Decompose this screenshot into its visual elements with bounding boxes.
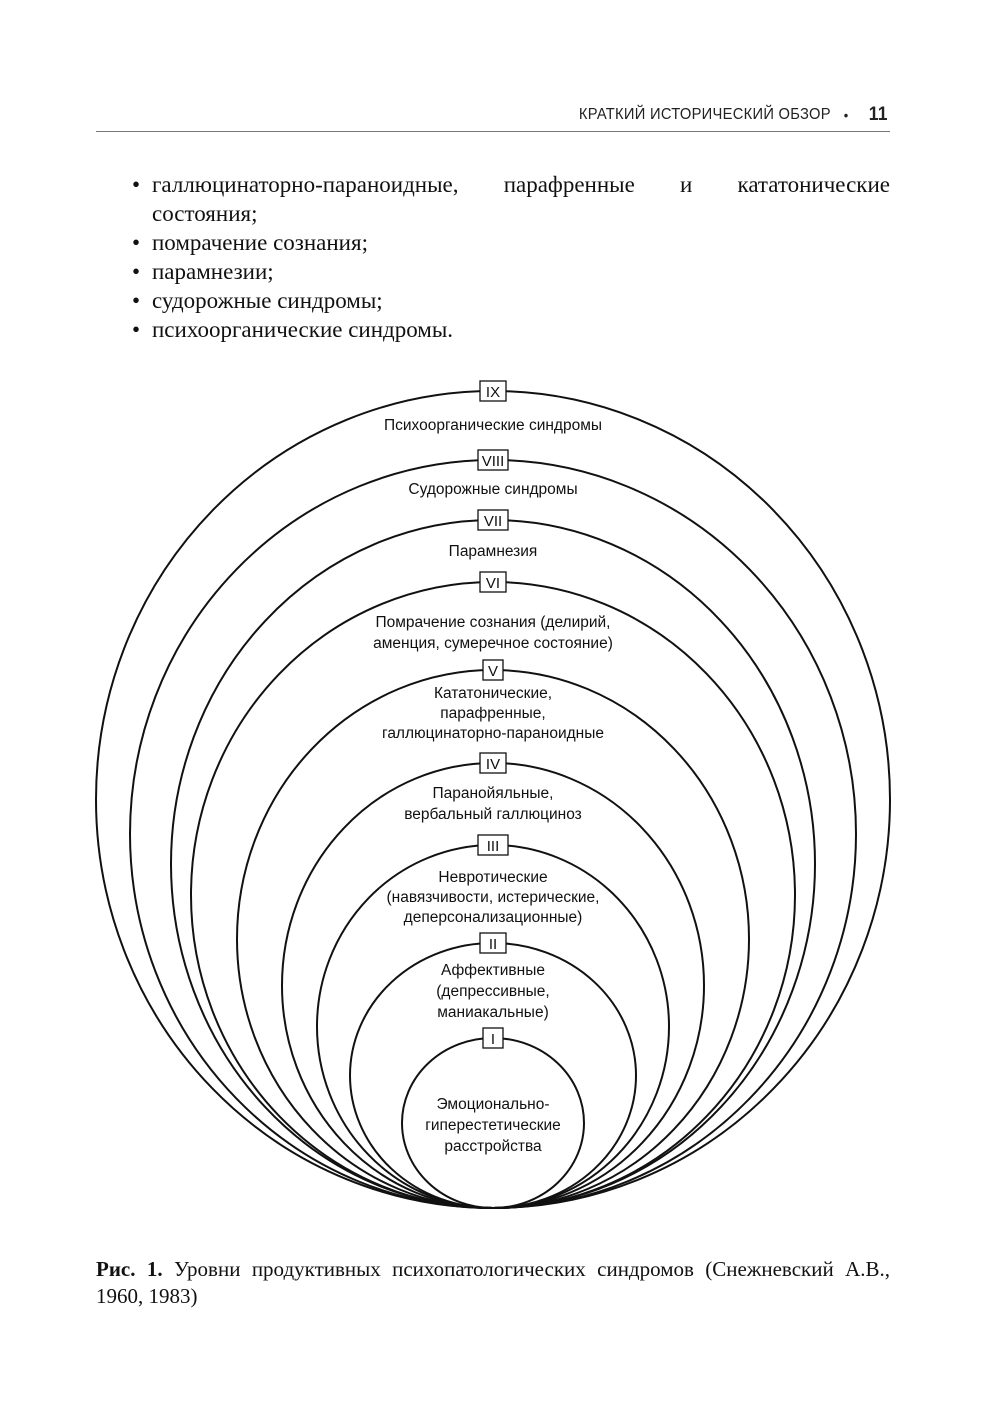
level-numeral: III — [487, 838, 500, 855]
level-label: (депрессивные, — [436, 983, 549, 1000]
level-label: расстройства — [444, 1138, 542, 1155]
level-numeral: VI — [486, 575, 500, 592]
level-numeral-box — [482, 1027, 504, 1049]
level-label: Аффективные — [441, 962, 545, 979]
level-label: Кататонические, — [434, 685, 552, 702]
level-numeral: I — [491, 1031, 495, 1048]
level-label: деперсонализационные) — [404, 909, 583, 926]
level-label: Помрачение сознания (делирий, — [376, 614, 611, 631]
level-label: Паранойяльные, — [433, 785, 554, 802]
level-label: Эмоционально- — [436, 1096, 549, 1113]
bullet-item: галлюцинаторно-параноидные, парафренные … — [130, 170, 890, 228]
level-label: Невротические — [438, 869, 547, 886]
level-label: аменция, сумеречное состояние) — [373, 635, 613, 652]
running-title: КРАТКИЙ ИСТОРИЧЕСКИЙ ОБЗОР — [579, 106, 832, 123]
level-numeral-box — [477, 509, 509, 531]
level-numeral-box — [479, 380, 507, 402]
level-label: (навязчивости, истерические, — [387, 889, 600, 906]
caption-label: Рис. 1. — [96, 1257, 163, 1281]
bullet-item: помрачение сознания; — [130, 228, 890, 257]
level-numeral: VIII — [482, 453, 505, 470]
level-label: галлюцинаторно-параноидные — [382, 725, 604, 742]
level-label: гиперестетические — [425, 1117, 561, 1134]
level-label: вербальный галлюциноз — [404, 806, 582, 823]
bullet-list: галлюцинаторно-параноидные, парафренные … — [130, 170, 890, 344]
level-numeral: IX — [486, 384, 500, 401]
level-label: парафренные, — [440, 705, 545, 722]
level-label: Судорожные синдромы — [408, 481, 577, 498]
level-label: Парамнезия — [449, 543, 538, 560]
figure-caption: Рис. 1. Уровни продуктивных психопатолог… — [96, 1256, 890, 1310]
level-numeral: V — [488, 663, 498, 680]
level-numeral: II — [489, 936, 497, 953]
level-numeral-box — [479, 932, 507, 954]
page-number: 11 — [868, 104, 888, 125]
level-numeral-box — [477, 449, 509, 471]
bullet-item: психоорганические синдромы. — [130, 315, 890, 344]
caption-text: Уровни продуктивных психопатологических … — [96, 1257, 891, 1308]
bullet-item: судорожные синдромы; — [130, 286, 890, 315]
level-label: Психоорганические синдромы — [384, 417, 602, 434]
level-numeral-box — [479, 571, 507, 593]
level-numeral-box — [479, 752, 507, 774]
header-rule — [96, 131, 890, 132]
running-head: КРАТКИЙ ИСТОРИЧЕСКИЙ ОБЗОР • 11 — [579, 104, 888, 126]
level-numeral-box — [477, 834, 509, 856]
bullet-item: парамнезии; — [130, 257, 890, 286]
header-separator: • — [843, 107, 849, 123]
level-label: маниакальные) — [437, 1004, 548, 1021]
level-numeral-box — [482, 659, 504, 681]
level-numeral: IV — [486, 756, 500, 773]
level-numeral: VII — [484, 513, 502, 530]
